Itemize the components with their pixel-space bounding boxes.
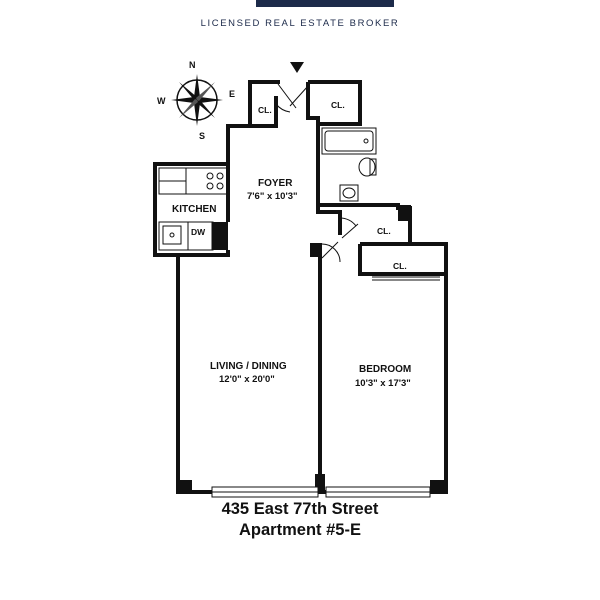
door-swings [275,83,359,263]
living-dining-dimensions: 12'0" x 20'0" [219,374,275,385]
compass-east-label: E [229,89,235,99]
listing-unit: Apartment #5-E [239,521,361,539]
bathroom-fixtures [321,127,377,202]
closet-label-bedroom: CL. [393,261,407,271]
wall-pillars [176,205,448,494]
living-dining-label: LIVING / DINING [210,361,287,372]
windows [211,486,431,498]
closet-label-entry: CL. [258,105,272,115]
closet-label-hall-lower: CL. [377,226,391,236]
exterior-walls [153,80,448,494]
closet-shelves [372,276,440,281]
compass-south-label: S [199,131,205,141]
closet-label-hall: CL. [331,100,345,110]
bedroom-label: BEDROOM [359,364,411,375]
compass-north-label: N [189,60,196,70]
listing-street: 435 East 77th Street [221,500,379,518]
broker-logo-bar [256,0,394,7]
kitchen-label: KITCHEN [172,204,216,215]
kitchen-fixtures [158,167,228,251]
interior-walls [178,82,446,492]
compass-west-label: W [157,96,166,106]
entrance-arrow-icon [290,62,304,73]
foyer-label: FOYER [258,178,293,189]
foyer-dimensions: 7'6" x 10'3" [247,191,298,202]
broker-tagline: LICENSED REAL ESTATE BROKER [200,18,400,29]
dishwasher-label: DW [191,227,206,237]
bedroom-dimensions: 10'3" x 17'3" [355,378,411,389]
compass-icon: N S W E [157,60,235,141]
